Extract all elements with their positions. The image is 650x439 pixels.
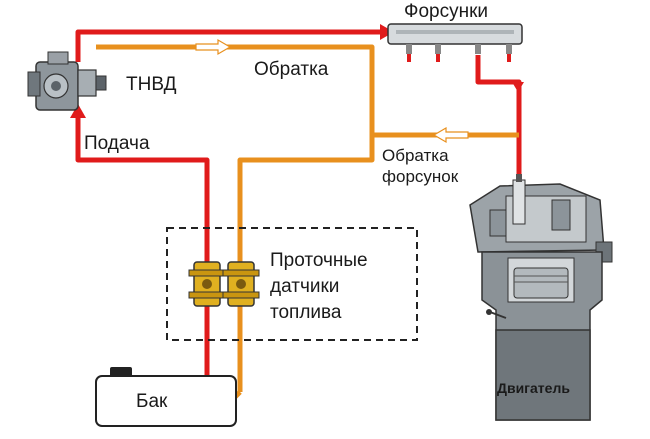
supply-arrow-pump bbox=[70, 104, 86, 118]
injector-return-flow-arrow bbox=[432, 126, 469, 144]
sensors-label-3: топлива bbox=[270, 302, 342, 323]
sensors-label-2: датчики bbox=[270, 276, 339, 297]
sensors-label-1: Проточные bbox=[270, 250, 368, 271]
engine-icon bbox=[469, 174, 613, 421]
supply-label: Подача bbox=[84, 133, 150, 154]
tank-icon bbox=[95, 367, 237, 427]
pump-icon bbox=[27, 51, 107, 111]
injector-return-label-2: форсунок bbox=[382, 167, 459, 186]
tank-label: Бак bbox=[136, 391, 168, 412]
supply-arrow-engine bbox=[512, 82, 524, 92]
injector-return-label-1: Обратка bbox=[382, 146, 449, 165]
sensors-frame bbox=[166, 227, 418, 341]
return-label: Обратка bbox=[254, 59, 329, 80]
injectors-label: Форсунки bbox=[404, 1, 488, 22]
flow-sensor-supply-icon bbox=[188, 261, 226, 307]
engine-label: Двигатель bbox=[497, 380, 570, 396]
pump-label: ТНВД bbox=[126, 74, 177, 95]
injector-rail-icon bbox=[387, 23, 523, 62]
return-flow-arrow bbox=[195, 38, 232, 56]
supply-arrow-injectors bbox=[380, 24, 394, 40]
flow-sensor-return-icon bbox=[222, 261, 260, 307]
return-line bbox=[96, 44, 519, 409]
